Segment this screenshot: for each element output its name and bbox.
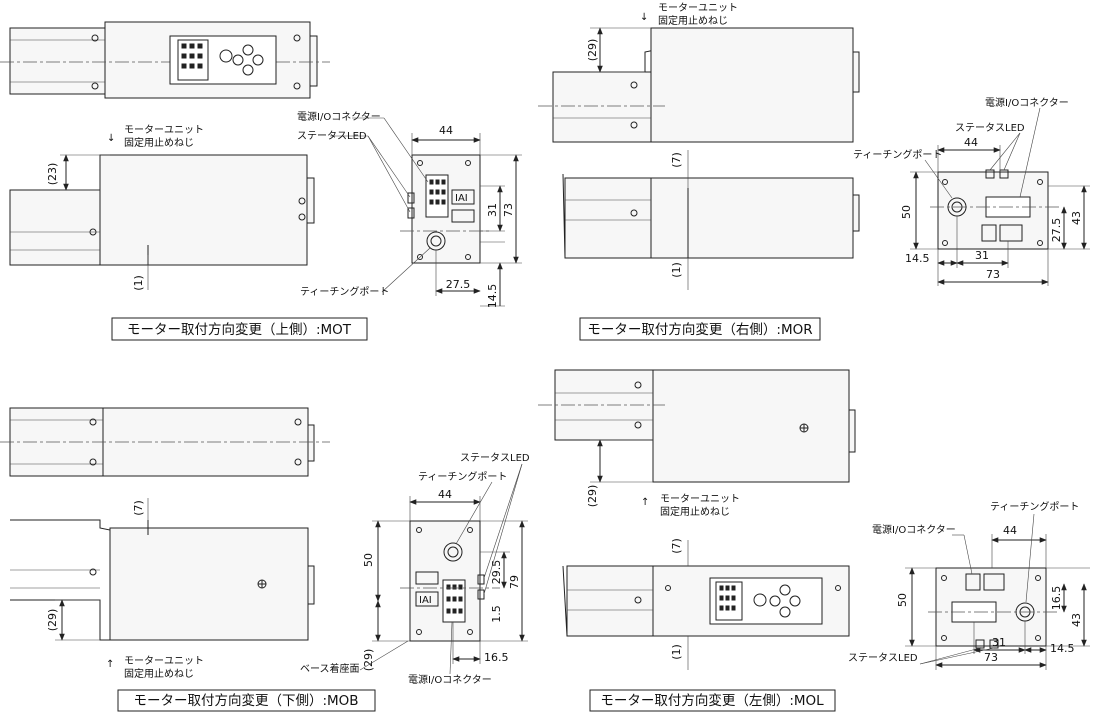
mol-screw-label-2: 固定用止めねじ: [660, 505, 730, 518]
mot-teaching-port-label: ティーチングポート: [300, 285, 389, 298]
mol-connector-pins: [719, 585, 736, 611]
mor-screw-label-1: モーターユニット: [658, 2, 738, 14]
mot-arrow: ↓: [107, 133, 115, 144]
mob-dim-50: 50: [362, 553, 375, 567]
mol-dim-50: 50: [896, 593, 909, 607]
mor-dim-27-5: 27.5: [1050, 218, 1063, 243]
mot-logo: IAI: [455, 193, 468, 204]
mot-dim-73: 73: [502, 203, 515, 217]
mot-side-view: [9, 154, 315, 266]
mor-end-view: [930, 169, 1060, 250]
mob-dim-44: 44: [438, 488, 452, 501]
mob-caption: モーター取付方向変更（下側）:MOB: [133, 692, 358, 709]
mor-dim-44: 44: [964, 136, 978, 149]
mob-dim-7: (7): [132, 500, 145, 516]
mot-dim-27-5: 27.5: [446, 278, 471, 291]
mor-caption: モーター取付方向変更（右側）:MOR: [587, 321, 812, 338]
mot-dim-1: (1): [132, 275, 145, 291]
mob-teaching-port-label: ティーチングポート: [418, 470, 507, 483]
mor-status-led-label: ステータスLED: [955, 122, 1025, 134]
mor-dim-50: 50: [900, 205, 913, 219]
mob-side-view: [10, 519, 315, 641]
mol-screw-label-1: モーターユニット: [660, 493, 740, 505]
mol-dim-14-5: 14.5: [1050, 642, 1075, 655]
mob-dim-29-5: 29.5: [490, 560, 503, 585]
mob-dim-1-5: 1.5: [490, 605, 503, 623]
mot-screw-label-2: 固定用止めねじ: [124, 136, 194, 149]
mol-dim-29: (29): [586, 485, 599, 508]
mor-teaching-port-label: ティーチングポート: [853, 148, 942, 161]
mot-caption: モーター取付方向変更（上側）:MOT: [127, 321, 352, 338]
mol-dim-43: 43: [1070, 613, 1083, 627]
mol-arrow: ↑: [641, 497, 649, 508]
mob-base-surface-label: ベース着座面: [300, 662, 360, 675]
mot-dim-23: (23): [46, 163, 59, 186]
mor-arrow: ↓: [640, 12, 648, 23]
mot-top-view: [0, 21, 330, 99]
mot-connector-pins: [181, 43, 203, 69]
mor-dim-31: 31: [975, 249, 989, 262]
mob-top-view: [0, 407, 330, 477]
mob-power-io-label: 電源I/Oコネクター: [408, 673, 492, 686]
mob-view: (7) (29) ↑ モーターユニット 固定用止めねじ IAI 44: [0, 407, 530, 712]
mor-dim-73: 73: [986, 268, 1000, 281]
mot-view: ↓ モーターユニット 固定用止めねじ (23) (1): [0, 21, 522, 341]
mot-screw-label-1: モーターユニット: [124, 124, 204, 136]
mob-logo: IAI: [419, 595, 432, 606]
mob-end-view: IAI: [400, 520, 500, 642]
mot-dim-31: 31: [486, 203, 499, 217]
mol-dim-31: 31: [992, 636, 1006, 649]
mol-dim-7: (7): [670, 538, 683, 554]
mol-side-view: [562, 565, 850, 637]
mol-caption: モーター取付方向変更（左側）:MOL: [600, 692, 824, 709]
mor-top-view: [538, 27, 860, 143]
mor-side-view: [562, 173, 860, 259]
mot-end-view: IAI: [400, 154, 490, 264]
mor-dim-14-5: 14.5: [905, 252, 930, 265]
mor-dim-1: (1): [670, 262, 683, 278]
mor-dim-43: 43: [1070, 211, 1083, 225]
mol-top-view: [538, 369, 856, 483]
mob-arrow: ↑: [106, 659, 114, 670]
mot-power-io-label: 電源I/Oコネクター: [297, 110, 381, 123]
mob-dim-79: 79: [508, 575, 521, 589]
mor-view: ↓ モーターユニット 固定用止めねじ (29) (7): [538, 2, 1090, 341]
mol-power-io-label: 電源I/Oコネクター: [872, 523, 956, 536]
mol-teaching-port-label: ティーチングポート: [990, 500, 1079, 513]
mob-dim-29: (29): [46, 609, 59, 632]
mob-dim-16-5: 16.5: [484, 651, 509, 664]
mob-end-pins: [446, 584, 463, 614]
mol-view: (29) ↑ モーターユニット 固定用止めねじ (7) (1): [538, 369, 1090, 712]
mor-dim-29: (29): [586, 39, 599, 62]
mor-power-io-label: 電源I/Oコネクター: [985, 96, 1069, 109]
mor-dim-7: (7): [670, 152, 683, 168]
mol-dim-1: (1): [670, 644, 683, 660]
mol-dim-44: 44: [1003, 524, 1017, 537]
mol-status-led-label: ステータスLED: [848, 652, 918, 664]
mol-dim-16-5: 16.5: [1050, 586, 1063, 611]
mol-dim-73: 73: [984, 651, 998, 664]
mot-end-pins: [429, 179, 446, 205]
mob-screw-label-2: 固定用止めねじ: [124, 667, 194, 680]
mob-dim-29b: (29): [362, 649, 375, 672]
mor-screw-label-2: 固定用止めねじ: [658, 14, 728, 27]
mob-status-led-label: ステータスLED: [460, 452, 530, 464]
mot-dim-44: 44: [439, 124, 453, 137]
mot-dim-14-5: 14.5: [486, 284, 499, 309]
mot-status-led-label: ステータスLED: [297, 130, 367, 142]
mob-screw-label-1: モーターユニット: [124, 655, 204, 667]
